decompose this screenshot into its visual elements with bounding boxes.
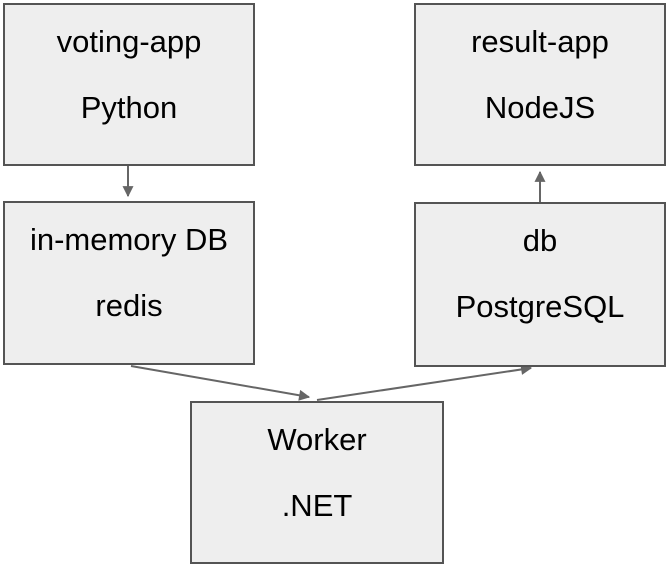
edge-in-memory-db-to-worker [130, 365, 311, 401]
node-voting-app-subtitle: Python [80, 90, 178, 125]
node-voting-app: voting-app Python [3, 3, 255, 166]
node-result-app-title: result-app [471, 24, 609, 59]
edge-worker-to-db [316, 364, 533, 401]
node-voting-app-title: voting-app [56, 24, 202, 59]
node-result-app: result-app NodeJS [414, 3, 666, 166]
node-in-memory-db-subtitle: redis [95, 288, 163, 323]
node-worker-subtitle: .NET [281, 488, 353, 523]
node-in-memory-db-title: in-memory DB [29, 222, 229, 257]
node-db-subtitle: PostgreSQL [455, 289, 625, 324]
node-worker: Worker .NET [190, 401, 444, 564]
node-db: db PostgreSQL [414, 202, 666, 367]
node-worker-title: Worker [267, 422, 367, 457]
node-in-memory-db: in-memory DB redis [3, 201, 255, 365]
node-result-app-subtitle: NodeJS [484, 90, 596, 125]
node-db-title: db [522, 223, 558, 258]
